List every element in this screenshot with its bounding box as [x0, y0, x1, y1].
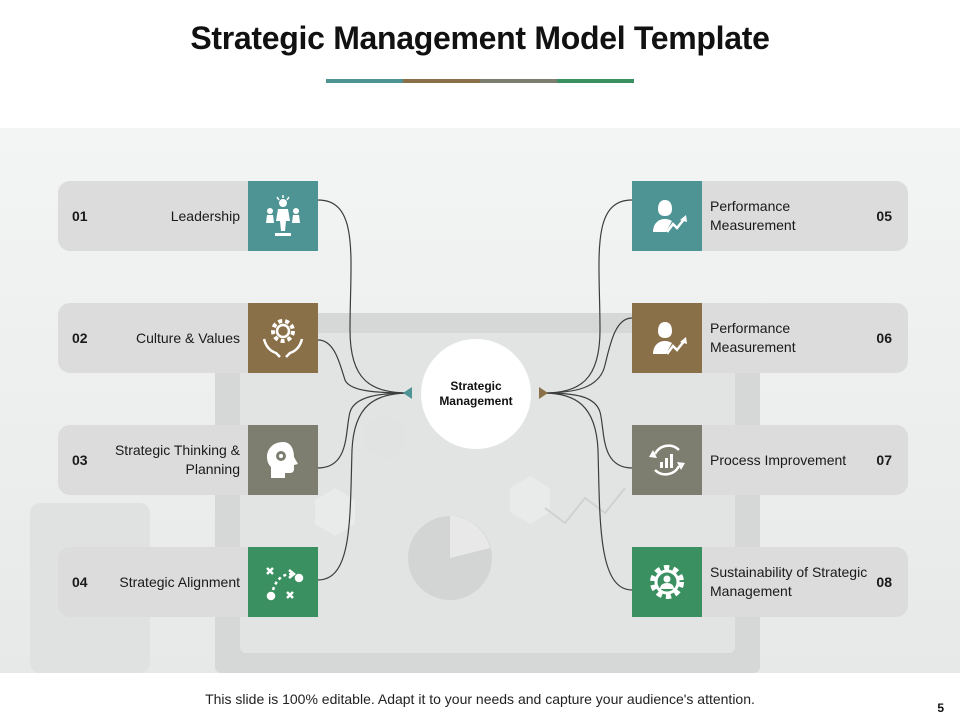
hub-label-line1: Strategic: [450, 379, 502, 393]
footer-note: This slide is 100% editable. Adapt it to…: [205, 691, 755, 707]
card-number: 04: [72, 574, 88, 590]
gear-person-icon: [632, 547, 702, 617]
page-number: 5: [937, 701, 944, 715]
card-culture-values: 02 Culture & Values: [58, 303, 318, 373]
card-label: Process Improvement: [710, 451, 847, 468]
card-leadership: 01 Leadership: [58, 181, 318, 251]
card-label: Performance Measurement: [710, 198, 796, 233]
card-number: 07: [876, 452, 892, 468]
slide-title: Strategic Management Model Template: [190, 20, 770, 56]
right-arrow-head: [539, 387, 548, 399]
card-sustainability: Sustainability of Strategic Management 0…: [632, 547, 908, 617]
hub-label-line2: Management: [439, 394, 513, 408]
card-number: 03: [72, 452, 88, 468]
card-label: Strategic Alignment: [119, 573, 240, 590]
card-number: 02: [72, 330, 88, 346]
person-growth-icon: [632, 181, 702, 251]
card-label: Sustainability of Strategic Management: [710, 564, 868, 599]
leadership-icon: [248, 181, 318, 251]
card-label: Strategic Thinking & Planning: [114, 442, 240, 477]
card-number: 06: [876, 330, 892, 346]
card-strategic-thinking: 03 Strategic Thinking & Planning: [58, 425, 318, 495]
gear-hands-icon: [248, 303, 318, 373]
person-growth-icon: [632, 303, 702, 373]
card-performance-measurement-2: Performance Measurement 06: [632, 303, 908, 373]
title-underline: [326, 79, 634, 83]
card-label: Culture & Values: [135, 329, 240, 346]
strategy-play-icon: [248, 547, 318, 617]
card-label: Leadership: [170, 207, 240, 224]
head-gear-icon: [248, 425, 318, 495]
card-process-improvement: Process Improvement 07: [632, 425, 908, 495]
cycle-growth-icon: [632, 425, 702, 495]
left-arrow-head: [403, 387, 412, 399]
card-strategic-alignment: 04 Strategic Alignment: [58, 547, 318, 617]
card-number: 01: [72, 208, 88, 224]
card-number: 08: [876, 574, 892, 590]
hub-strategic-management: Strategic Management: [421, 339, 531, 449]
card-label: Performance Measurement: [710, 320, 796, 355]
card-performance-measurement-1: Performance Measurement 05: [632, 181, 908, 251]
card-number: 05: [876, 208, 892, 224]
